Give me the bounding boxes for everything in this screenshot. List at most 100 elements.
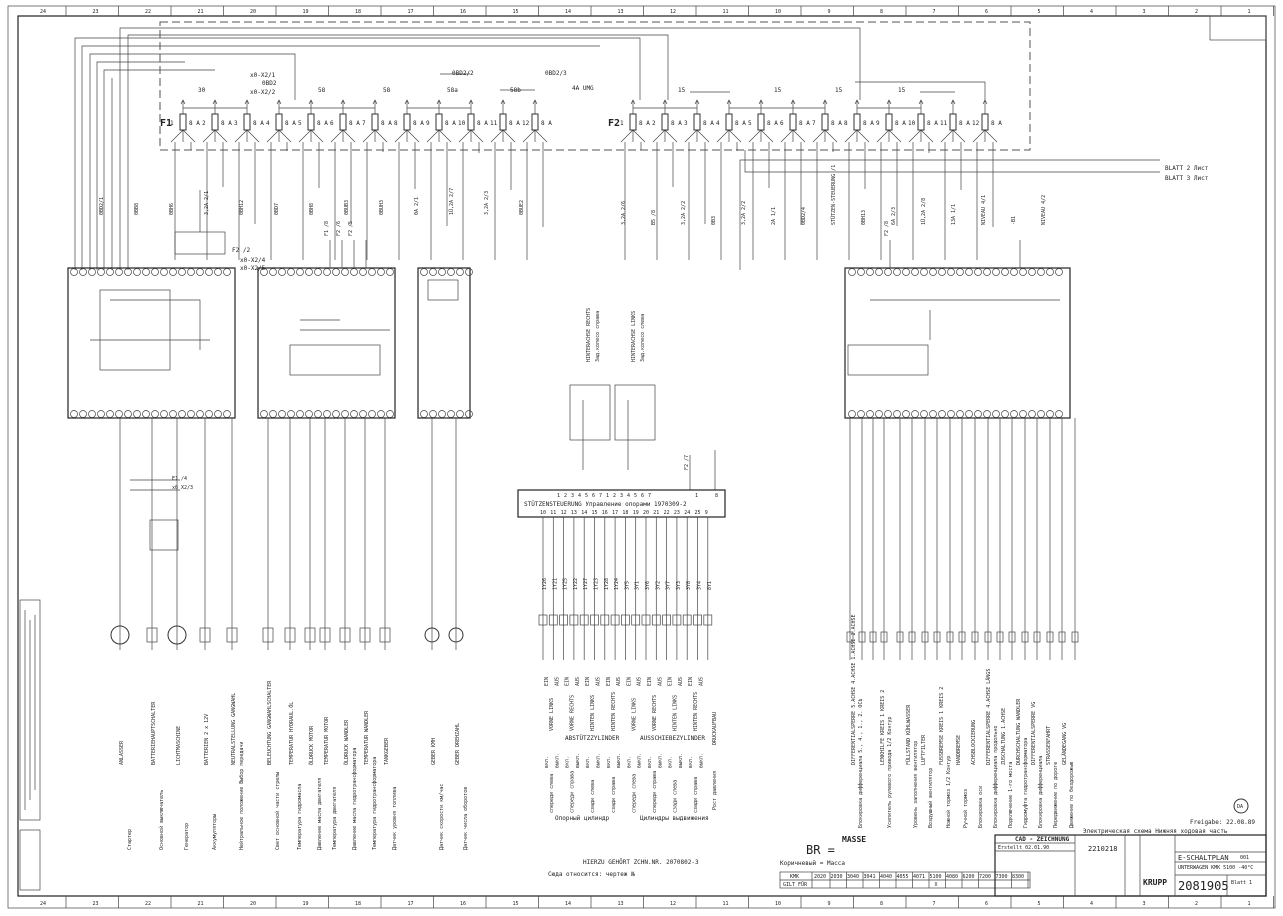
fuse-number: 10 [458,120,466,127]
valve-symbol [693,614,702,626]
title-block: CAD - ZEICHNUNG Erstellt 02.01.90 221021… [994,834,1267,897]
variant-col: 6200 [963,874,975,880]
terminal [848,410,856,418]
consumer-label-de: GEBER DREHZAHL [455,723,461,765]
fuse [661,113,669,131]
fuse-number: 9 [426,120,430,127]
valve-state-ru: выкл. [637,753,643,768]
consumer-label-ru: Блокировка дифференциала [1038,756,1044,828]
wire-label: 0BH13 [861,210,867,225]
valve-code: 3Y6 [645,581,651,590]
pin-top: 3 [571,493,574,499]
wire-label: 13A 1/1 [951,204,957,225]
engine-control-box [67,267,236,419]
valve-code: 1Y26 [542,578,548,590]
valve-code: 1Y25 [563,578,569,590]
terminal [368,268,376,276]
zone-number-top: 21 [198,9,204,15]
fuse-rating: 8 A [639,120,650,127]
zone-number-bottom: 17 [408,901,414,907]
outer-frame [7,5,1276,909]
fuse-wire [522,99,548,260]
sensor-symbol [226,627,238,643]
terminal [169,410,177,418]
variant-col: 3040 [847,874,859,880]
machine-symbol [110,625,130,645]
rear-lamp-label: HINTERACHSE LINKS [631,311,637,362]
fuse-rating: 8 A [445,120,456,127]
terminal [947,268,955,276]
terminal [260,410,268,418]
fuse [949,113,957,131]
terminal [983,410,991,418]
sheet-ref-2: BLATT 2 Лист [1165,165,1209,172]
fuse-wire [266,99,292,260]
pin-bottom: 20 [643,510,649,516]
consumer-label-ru: Усилитель рулевого привода 1/2 Контур [887,717,893,828]
terminal [857,410,865,418]
relay-ref: F2 /8 [884,221,890,236]
group-label: 30 [198,87,206,94]
consumer-label-de: ÖLDRUCK WANDLER [343,719,350,765]
fuse-number: 5 [298,120,302,127]
fuse [821,113,829,131]
zone-number-bottom: 8 [880,901,883,907]
terminal [1055,410,1063,418]
relay-ref: F2 /5 [348,221,354,236]
valve-code: 3Y1 [635,581,641,590]
group-label: 58a [447,87,458,94]
relay-ref: F2 /2 [232,247,250,254]
fuse-rating: 8 A [671,120,682,127]
wire-label: -B1 [1011,216,1017,225]
fuse [179,113,187,131]
variant-col: 4055 [897,874,909,880]
terminal [214,268,222,276]
terminal [359,410,367,418]
consumer-label-de: FÜLLSTAND KÜHLWASSER [905,704,912,765]
terminal [456,268,464,276]
fuse-rating: 8 A [477,120,488,127]
group-de-label: AUSSCHIEBEZYLINDER [640,735,705,742]
switch-symbol [921,631,929,643]
zone-number-bottom: 23 [93,901,99,907]
terminal [70,268,78,276]
valve-code: 3Y5 [624,581,630,590]
terminal [97,268,105,276]
terminal [875,410,883,418]
terminal [1010,268,1018,276]
terminal [902,410,910,418]
wire-label: 1Ü,2A 2/8 [920,198,927,225]
terminal [106,268,114,276]
valve-position: HINTEN RECHTS [693,692,699,731]
switch-symbol [1071,631,1079,643]
zone-number-bottom: 6 [985,901,988,907]
relay-ref: x0 X2/3 [172,485,193,491]
zone-number-top: 19 [303,9,309,15]
terminal [848,268,856,276]
terminal [332,268,340,276]
pin-top: 3 [620,493,623,499]
terminal [438,410,446,418]
wire-label: 0BB8 [134,203,140,215]
switch-symbol [933,631,941,643]
valve-state-ru: вкл. [647,756,653,768]
fuse-rating: 8 A [221,120,232,127]
pin-bottom: 9 [705,510,708,516]
valve-symbol [538,614,548,626]
wire-label: 3,2A 2/1 [204,191,210,215]
drawing-title: E-SCHALTPLAN [1178,854,1229,862]
valve-code: 1Y24 [614,578,620,590]
terminal [1010,410,1018,418]
fuse-number: 1 [620,120,624,127]
terminal [323,268,331,276]
terminal [420,410,428,418]
consumer-label-ru: Стартер [127,829,133,850]
wire-label: NIVEAU 4/2 [1041,195,1047,225]
fuse [435,113,443,131]
consumer-label-ru: Движение по бездорожью [1068,762,1075,828]
zone-number-top: 13 [618,9,624,15]
wire-label: 3,2A 2/3 [484,191,490,215]
relay-ref: F2 /6 [336,221,342,236]
